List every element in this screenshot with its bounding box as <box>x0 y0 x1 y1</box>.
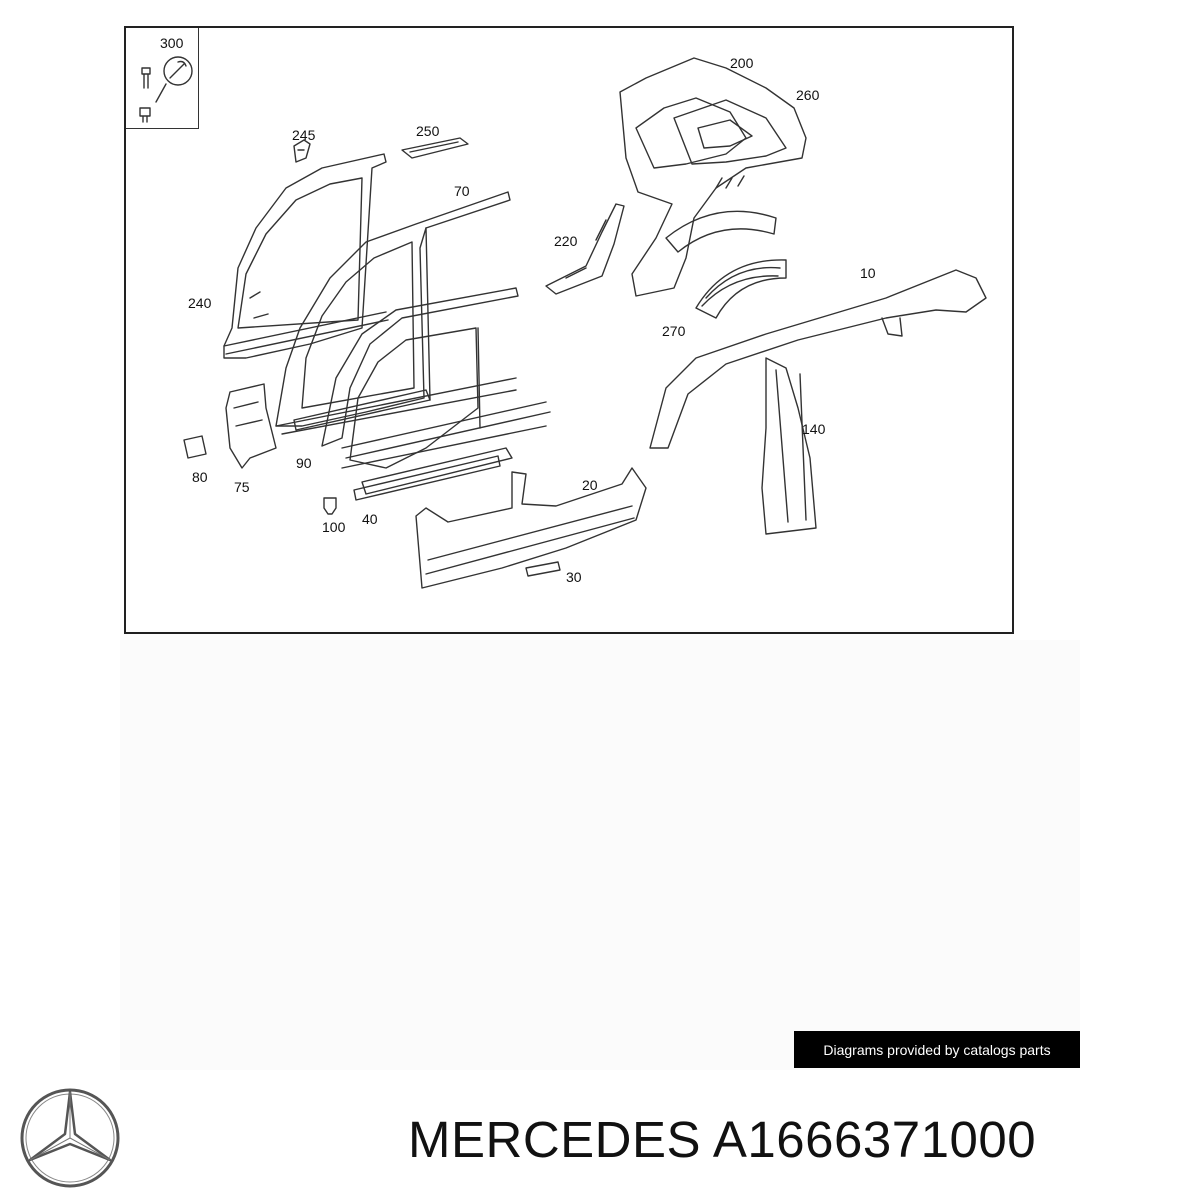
callout-245: 245 <box>292 127 316 143</box>
callout-75: 75 <box>234 479 250 495</box>
parts-diagram: 300 200 260 245 250 70 220 10 240 270 14… <box>124 26 1014 634</box>
callout-200: 200 <box>730 55 754 71</box>
fastener-inset <box>139 56 193 123</box>
wheel-arch-inner <box>665 210 777 253</box>
callout-240: 240 <box>188 295 212 311</box>
body-panels-drawing <box>139 56 987 589</box>
part-250 <box>401 137 469 159</box>
callout-100: 100 <box>322 519 346 535</box>
part-10 <box>321 287 551 495</box>
part-75 <box>225 383 277 469</box>
callout-20: 20 <box>582 477 598 493</box>
part-30 <box>525 561 561 577</box>
credit-banner: Diagrams provided by catalogs parts <box>794 1031 1080 1068</box>
mercedes-star-icon <box>20 1088 120 1188</box>
part-270 <box>695 259 787 319</box>
callout-40: 40 <box>362 511 378 527</box>
callout-90: 90 <box>296 455 312 471</box>
part-240 <box>223 153 389 359</box>
callout-30: 30 <box>566 569 582 585</box>
callout-260: 260 <box>796 87 820 103</box>
callout-140: 140 <box>802 421 826 437</box>
callout-70: 70 <box>454 183 470 199</box>
callout-300: 300 <box>160 35 184 51</box>
part-140 <box>649 269 987 535</box>
part-20 <box>415 467 647 589</box>
callout-220: 220 <box>554 233 578 249</box>
background-panel <box>120 640 1080 1070</box>
callout-10: 10 <box>860 265 876 281</box>
part-245 <box>293 139 311 163</box>
callout-250: 250 <box>416 123 440 139</box>
fastener-inset-frame <box>126 28 199 129</box>
part-260 <box>673 99 787 165</box>
part-40 <box>353 455 501 501</box>
part-220 <box>545 203 625 295</box>
part-90 <box>293 389 431 431</box>
callout-270: 270 <box>662 323 686 339</box>
part-80 <box>183 435 207 459</box>
callout-80: 80 <box>192 469 208 485</box>
part-100 <box>323 497 337 515</box>
part-number-title: MERCEDES A1666371000 <box>408 1111 1037 1168</box>
part-70 <box>275 191 517 435</box>
